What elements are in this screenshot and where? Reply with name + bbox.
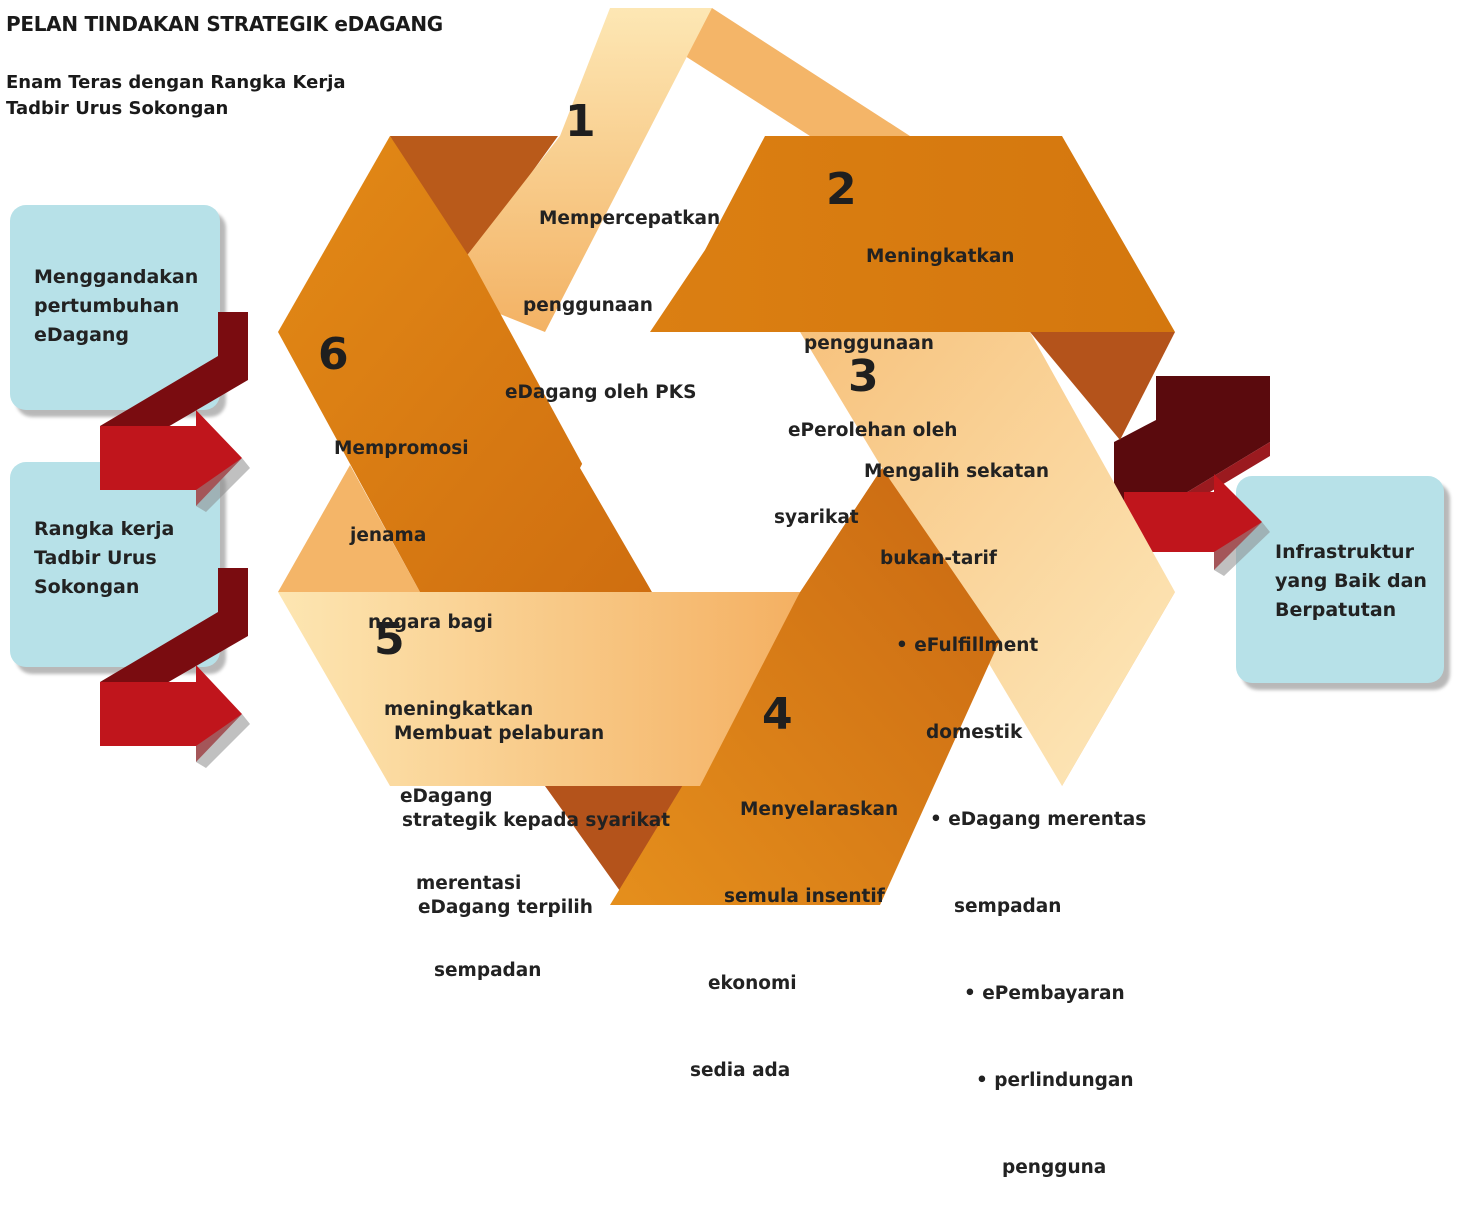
box-line: Rangka kerja	[34, 518, 175, 540]
label-line: jenama	[350, 525, 427, 546]
label-line: eDagang oleh PKS	[505, 382, 697, 403]
thrust-3-number: 3	[848, 351, 879, 402]
label-line: Mengalih sekatan	[864, 461, 1049, 482]
label-line: • eFulfillment	[896, 635, 1039, 656]
label-line: penggunaan	[804, 333, 934, 354]
thrust-hexagram	[278, 8, 1175, 905]
label-line: bukan-tarif	[880, 548, 997, 569]
box-line: Sokongan	[34, 576, 140, 598]
arrow-left-top-icon	[100, 312, 250, 512]
label-line: sempadan	[954, 896, 1062, 917]
label-line: strategik kepada syarikat	[402, 810, 671, 831]
band-back-left	[278, 465, 420, 592]
thrust-2-label: Meningkatkan penggunaan ePerolehan oleh …	[774, 184, 1014, 561]
thrust-4-label: Menyelaraskan semula insentif ekonomi se…	[690, 737, 898, 1114]
thrust-1-label: Mempercepatkan penggunaan eDagang oleh P…	[505, 146, 720, 436]
thrust-6-number: 6	[318, 329, 349, 380]
label-line: pengguna	[1002, 1157, 1107, 1178]
label-line: ePerolehan oleh	[788, 420, 958, 441]
band-4	[610, 468, 1000, 905]
label-line: domestik	[926, 722, 1023, 743]
box-line: Menggandakan	[34, 266, 199, 288]
page-title: PELAN TINDAKAN STRATEGIK eDAGANG	[6, 12, 443, 36]
band-5	[278, 592, 800, 786]
label-line: Menyelaraskan	[740, 799, 899, 820]
band-back-topleft	[390, 136, 558, 258]
page-subtitle: Enam Teras dengan Rangka Kerja Tadbir Ur…	[6, 70, 426, 122]
label-line: Meningkatkan	[866, 246, 1015, 267]
box-line: eDagang	[34, 324, 130, 346]
thrust-3-label: Mengalih sekatan bukan-tarif • eFulfillm…	[864, 399, 1146, 1211]
arrow-right-icon	[1114, 376, 1270, 576]
box-menggandakan-text: Menggandakan pertumbuhan eDagang	[34, 263, 198, 350]
label-line: merentasi	[416, 873, 522, 894]
band-1	[440, 8, 712, 332]
thrust-4-number: 4	[762, 689, 793, 740]
box-line: yang Baik dan	[1275, 570, 1427, 592]
box-infrastruktur	[1236, 476, 1444, 683]
arrow-left-bottom-icon	[100, 568, 250, 768]
box-infrastruktur-text: Infrastruktur yang Baik dan Berpatutan	[1275, 538, 1427, 625]
label-line: • eDagang merentas	[930, 809, 1147, 830]
thrust-2-number: 2	[826, 164, 857, 215]
box-rangka-kerja-text: Rangka kerja Tadbir Urus Sokongan	[34, 515, 174, 602]
subtitle-line: Tadbir Urus Sokongan	[6, 98, 229, 119]
band-6	[278, 136, 652, 592]
box-line: Infrastruktur	[1275, 541, 1414, 563]
thrust-5-label: Membuat pelaburan strategik kepada syari…	[394, 661, 670, 951]
label-line: • perlindungan	[976, 1070, 1134, 1091]
band-2	[650, 136, 1175, 332]
label-line: ekonomi	[708, 973, 797, 994]
hex-center	[580, 332, 882, 592]
label-line: sempadan	[434, 960, 542, 981]
box-line: Tadbir Urus	[34, 547, 157, 569]
label-line: eDagang	[400, 786, 493, 807]
label-line: negara bagi	[368, 612, 493, 633]
label-line: semula insentif	[724, 886, 885, 907]
thrust-1-number: 1	[565, 96, 596, 147]
label-line: • ePembayaran	[964, 983, 1125, 1004]
band-back-right	[1030, 332, 1175, 440]
label-line: meningkatkan	[384, 699, 534, 720]
label-line: sedia ada	[690, 1060, 791, 1081]
thrust-5-number: 5	[374, 614, 405, 665]
label-line: Membuat pelaburan	[394, 723, 605, 744]
label-line: syarikat	[774, 507, 859, 528]
box-line: pertumbuhan	[34, 295, 180, 317]
thrust-6-label: Mempromosi jenama negara bagi meningkatk…	[334, 376, 541, 1014]
label-line: eDagang terpilih	[418, 897, 593, 918]
label-line: Mempromosi	[334, 438, 469, 459]
subtitle-line: Enam Teras dengan Rangka Kerja	[6, 72, 346, 93]
box-line: Berpatutan	[1275, 599, 1397, 621]
band-3	[800, 332, 1175, 786]
label-line: penggunaan	[523, 295, 653, 316]
label-line: Mempercepatkan	[539, 208, 721, 229]
